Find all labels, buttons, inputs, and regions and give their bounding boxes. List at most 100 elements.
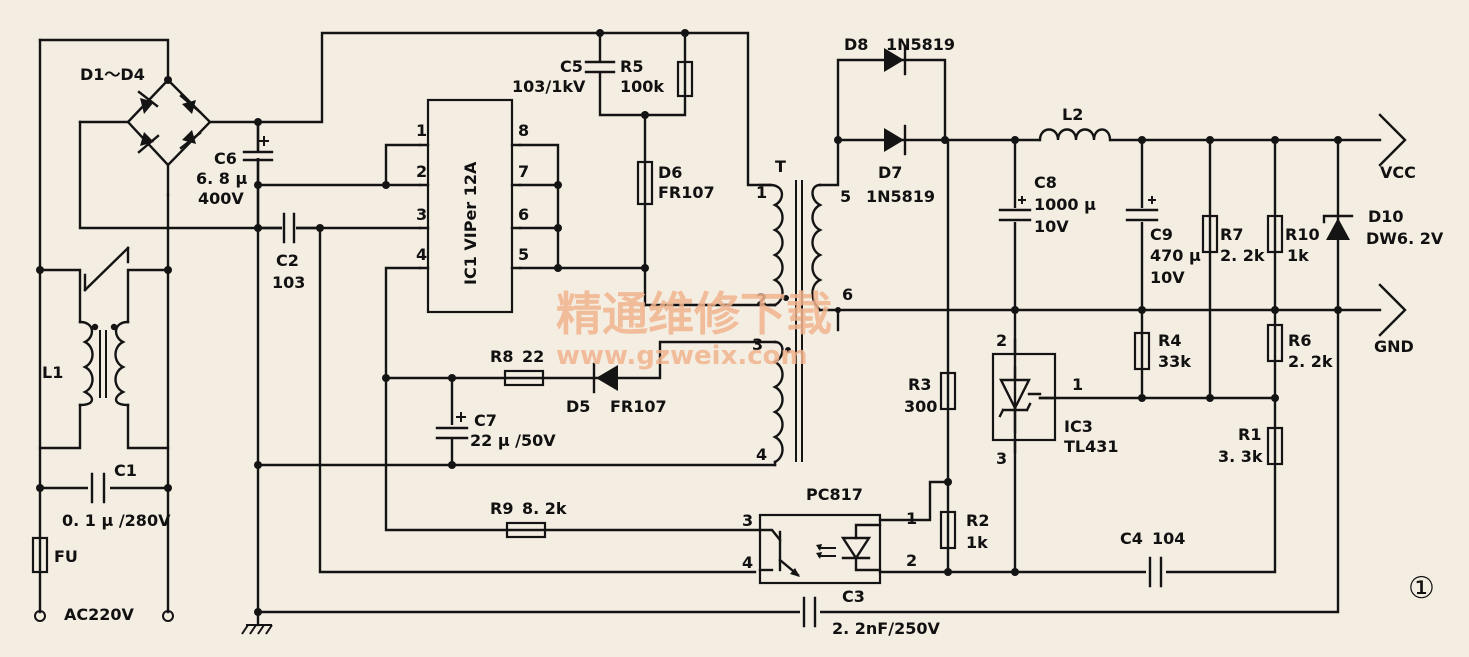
label-pc-pin2: 2 [906,551,917,570]
label-c6-name: C6 [214,149,237,168]
label-t-pin4: 4 [756,445,767,464]
resistor-r7 [1201,214,1219,254]
label-ic1-pin5: 5 [518,245,529,264]
label-d5-name: D5 [566,397,590,416]
resistor-r4 [1133,331,1151,371]
resistor-r10 [1266,214,1284,254]
inductor-l1 [78,320,130,407]
label-c5-value: 103/1kV [512,77,586,96]
label-r1-name: R1 [1238,425,1261,444]
label-c3-value: 2. 2nF/250V [832,619,940,638]
label-c4-value: 104 [1152,529,1185,548]
label-ic1-pin8: 8 [518,121,529,140]
label-l1: L1 [42,363,63,382]
label-c1-value: 0. 1 μ /280V [62,511,171,530]
fuse-fu [31,536,49,574]
ac-terminal-left [34,610,46,622]
resistor-r9 [505,521,547,539]
label-r2-name: R2 [966,511,989,530]
figure-number: ① [1408,571,1435,606]
label-ic1-pin1: 1 [416,121,427,140]
label-r7-name: R7 [1220,225,1243,244]
label-ic1-pin6: 6 [518,205,529,224]
label-d10-name: D10 [1368,207,1404,226]
label-r6-value: 2. 2k [1288,352,1333,371]
label-d10-value: DW6. 2V [1366,229,1444,248]
label-c1-name: C1 [114,461,137,480]
label-pc-pin4: 4 [742,553,753,572]
label-pc-pin3: 3 [742,511,753,530]
label-ic3-pin3: 3 [996,449,1007,468]
label-c9-value2: 10V [1150,268,1185,287]
label-d7-name: D7 [878,163,902,182]
resistor-r6 [1266,323,1284,363]
label-ic1: IC1 VIPer 12A [461,161,480,285]
bridge-rectifier-d1-d4 [126,78,212,197]
capacitor-c5 [584,60,616,74]
label-pc-pin1: 1 [906,509,917,528]
label-r1-value: 3. 3k [1218,447,1263,466]
label-c8-value1: 1000 μ [1034,195,1096,214]
varistor [83,246,130,292]
label-r4-name: R4 [1158,331,1181,350]
diode-d8 [884,44,907,76]
label-c9-value1: 470 μ [1150,246,1201,265]
label-c8-value2: 10V [1034,217,1069,236]
capacitor-c4 [1146,556,1166,588]
resistor-r2 [939,510,957,550]
ic1-viper12a-body [426,98,514,314]
label-r6-name: R6 [1288,331,1311,350]
label-vcc: VCC [1380,163,1416,182]
label-t-pin5: 5 [840,187,851,206]
label-c2-value: 103 [272,273,305,292]
label-ic1-pin4: 4 [416,245,427,264]
label-r8-value: 22 [522,347,544,366]
label-d8-name: D8 [844,35,868,54]
capacitor-c9 [1125,196,1159,222]
label-d6-name: D6 [658,163,682,182]
label-r7-value: 2. 2k [1220,246,1265,265]
label-r10-value: 1k [1287,246,1309,265]
label-ic1-pin2: 2 [416,162,427,181]
label-pc817: PC817 [806,485,863,504]
label-r3-value: 300 [904,397,937,416]
capacitor-c7 [435,412,469,440]
zener-d10 [1322,214,1354,240]
label-r3-name: R3 [908,375,931,394]
watermark: 精通维修下载 www.gzweix.com [556,287,832,371]
transformer-t [758,180,823,467]
label-c9-name: C9 [1150,225,1173,244]
label-c8-name: C8 [1034,173,1057,192]
label-ac-input: AC220V [64,605,135,624]
ic3-tl431 [991,338,1057,454]
label-c6-value2: 400V [198,189,244,208]
resistor-r8 [503,369,545,387]
label-ic3-pin2: 2 [996,331,1007,350]
label-transformer-t: T [775,157,786,176]
label-ic1-pin3: 3 [416,205,427,224]
label-r10-name: R10 [1285,225,1320,244]
label-c7-name: C7 [474,411,497,430]
label-c6-value1: 6. 8 μ [196,169,247,188]
label-r2-value: 1k [966,533,988,552]
label-d8-value: 1N5819 [886,35,955,54]
labels: D1～D4 C6 6. 8 μ 400V C2 103 C5 103/1kV R… [42,35,1444,638]
optocoupler-pc817 [758,513,882,585]
label-r4-value: 33k [1158,352,1191,371]
label-d7-value: 1N5819 [866,187,935,206]
resistor-r1 [1266,426,1284,466]
label-gnd: GND [1374,337,1414,356]
label-c5-name: C5 [560,57,583,76]
label-t-pin3: 3 [752,335,763,354]
label-c7-value: 22 μ /50V [470,431,556,450]
label-l2: L2 [1062,105,1083,124]
diode-d7 [884,124,907,156]
resistor-r5 [676,60,694,98]
capacitor-c3 [800,596,820,628]
capacitor-c8 [998,196,1032,222]
capacitor-c2 [282,212,296,244]
label-ic3-name: IC3 [1064,417,1093,436]
label-d1-d4: D1～D4 [80,65,145,84]
label-ic1-pin7: 7 [518,162,529,181]
